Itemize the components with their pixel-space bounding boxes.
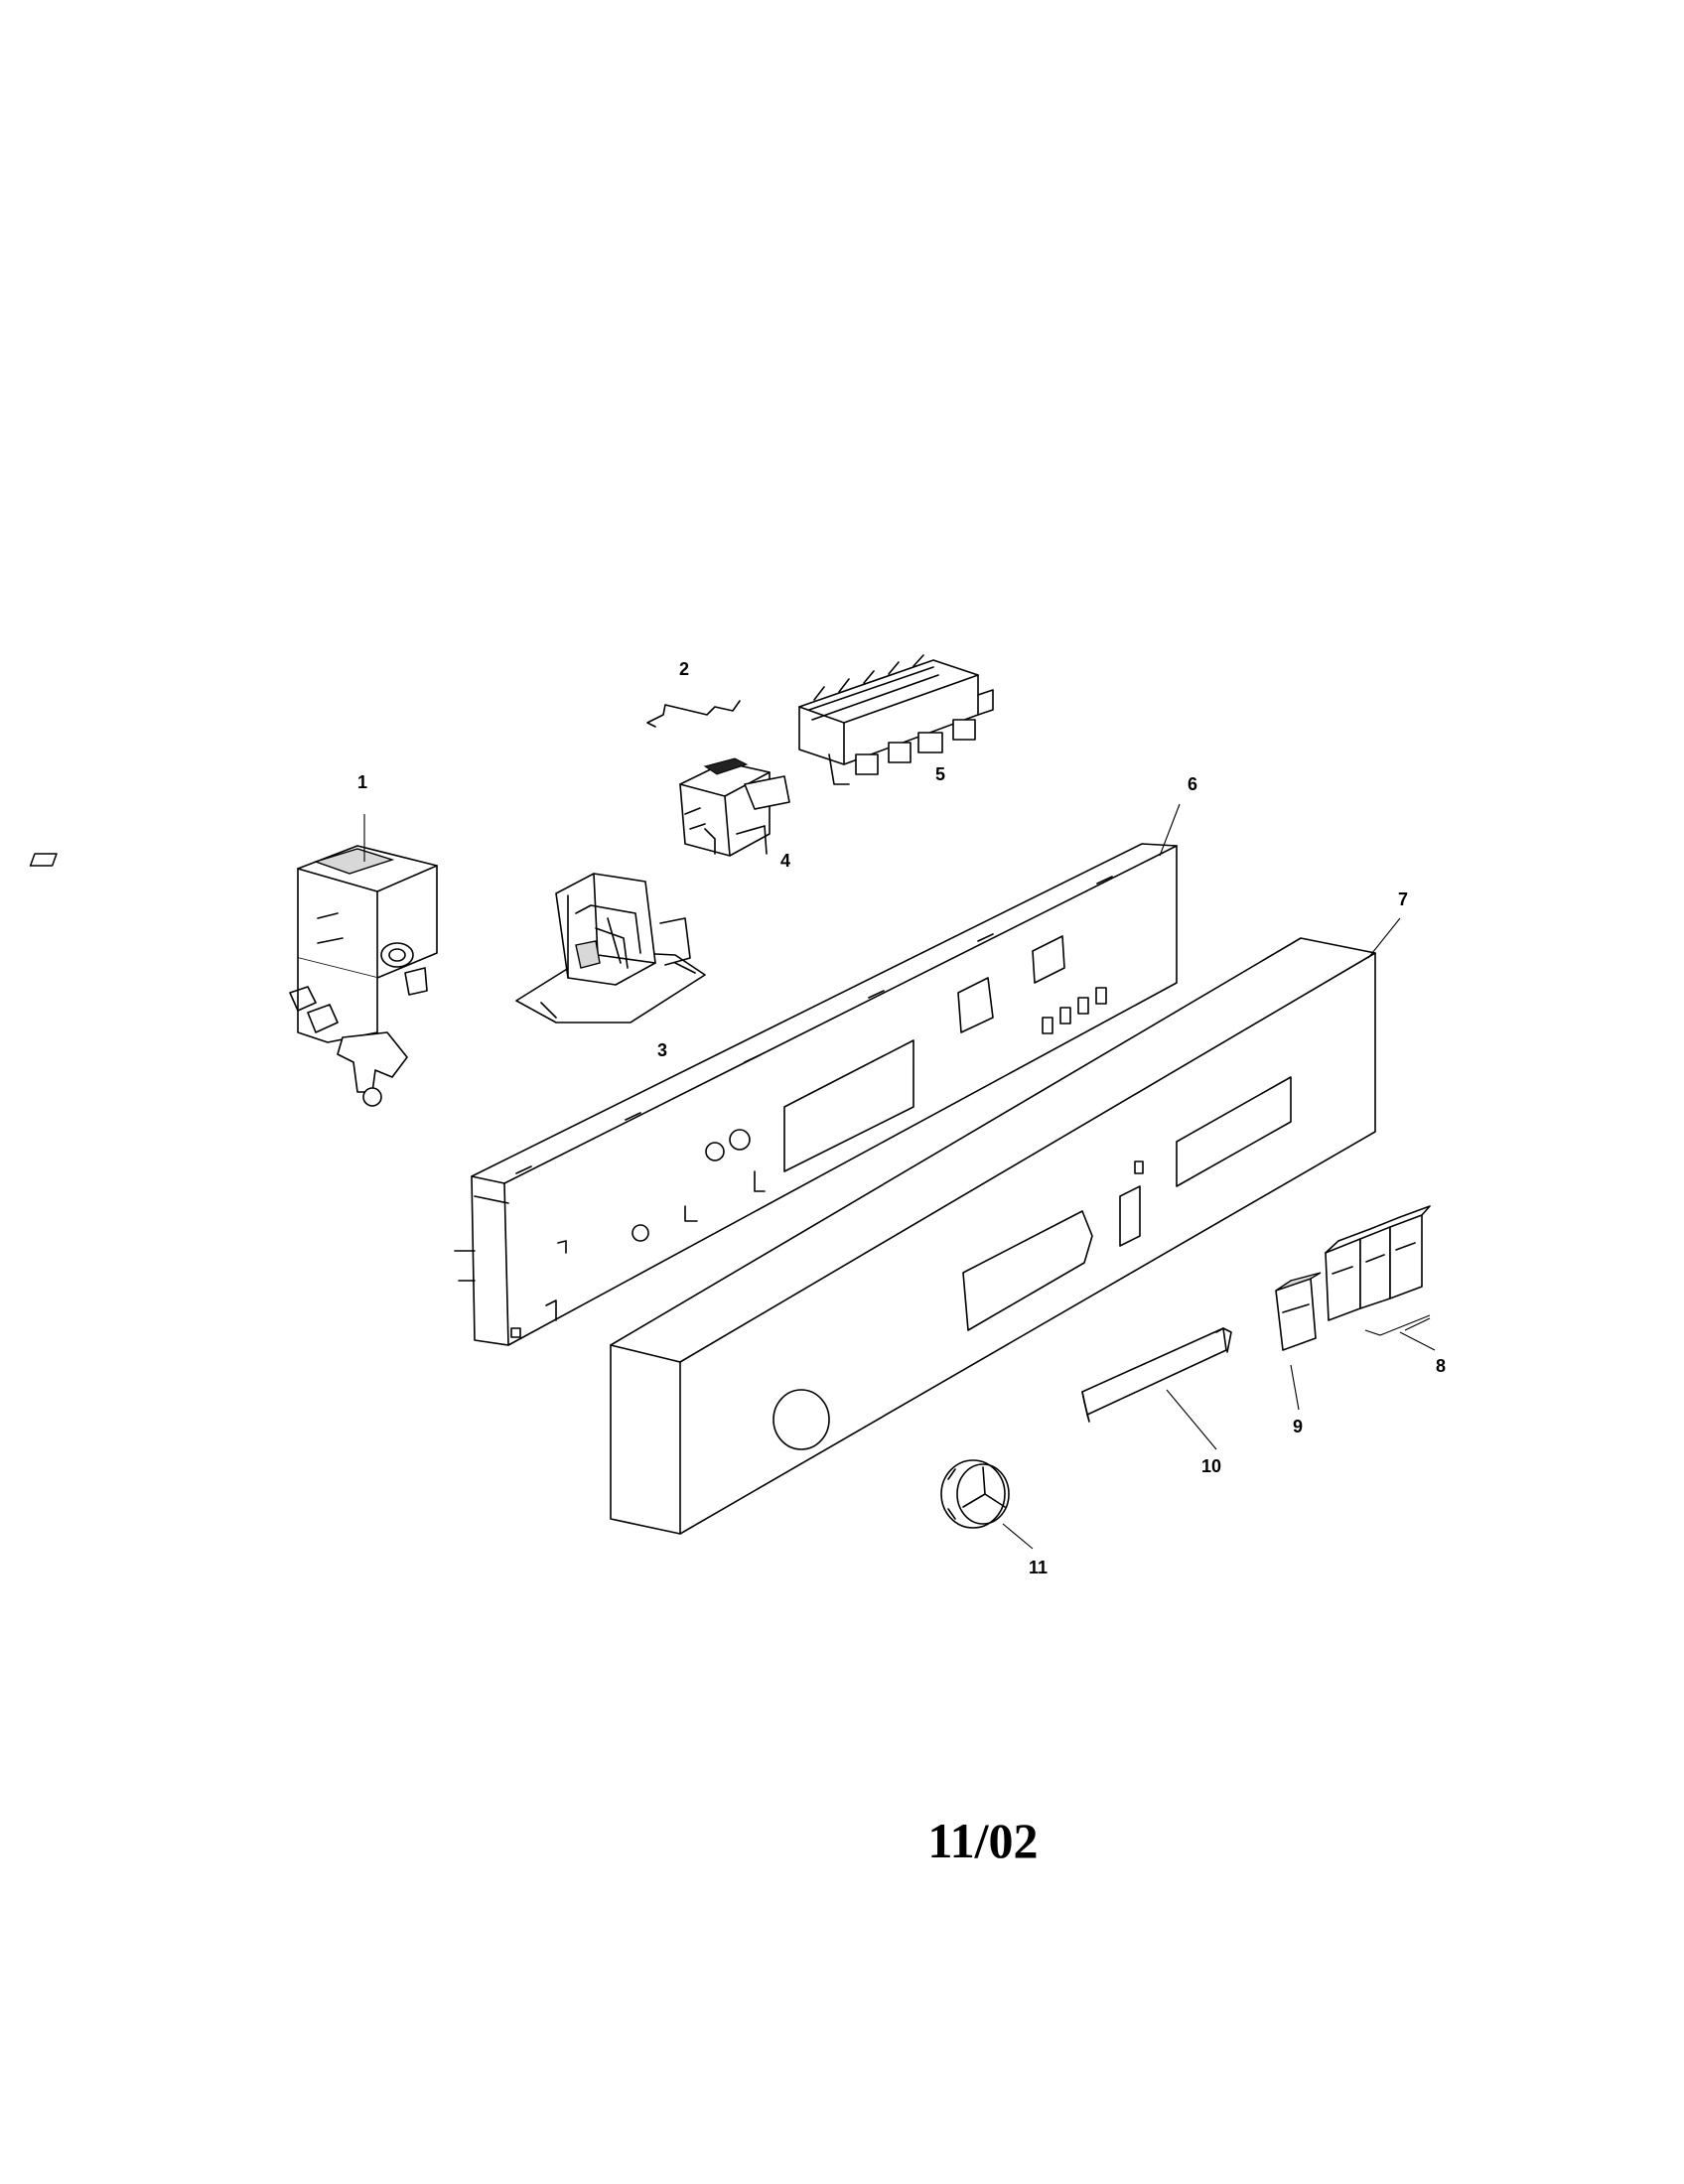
callout-2: 2: [679, 659, 689, 679]
callout-11: 11: [1029, 1558, 1048, 1577]
part-7-front-panel[interactable]: [610, 937, 1376, 1535]
callout-8: 8: [1436, 1356, 1446, 1376]
part-1-switch-module[interactable]: [29, 845, 438, 1107]
callout-4: 4: [780, 851, 790, 871]
callout-3: 3: [657, 1040, 667, 1060]
part-11-selector-knob[interactable]: [940, 1459, 1010, 1529]
part-10-trim-strip[interactable]: [1081, 1327, 1232, 1423]
part-6-inner-frame[interactable]: [454, 843, 1178, 1346]
part-4-switch-block[interactable]: [679, 757, 790, 857]
callout-6: 6: [1188, 774, 1197, 794]
callout-10: 10: [1201, 1456, 1221, 1476]
part-3-bracket-assembly[interactable]: [515, 873, 706, 1024]
callout-9: 9: [1293, 1417, 1303, 1436]
callout-5: 5: [935, 764, 945, 784]
part-2-wire-spring[interactable]: [646, 700, 741, 728]
part-8-button-set[interactable]: [1325, 1205, 1431, 1336]
callout-7: 7: [1398, 889, 1408, 909]
revision-date: 11/02: [927, 1813, 1039, 1868]
callout-1: 1: [357, 772, 367, 792]
part-5-push-button-bank[interactable]: [798, 654, 994, 785]
part-9-button[interactable]: [1275, 1272, 1322, 1351]
